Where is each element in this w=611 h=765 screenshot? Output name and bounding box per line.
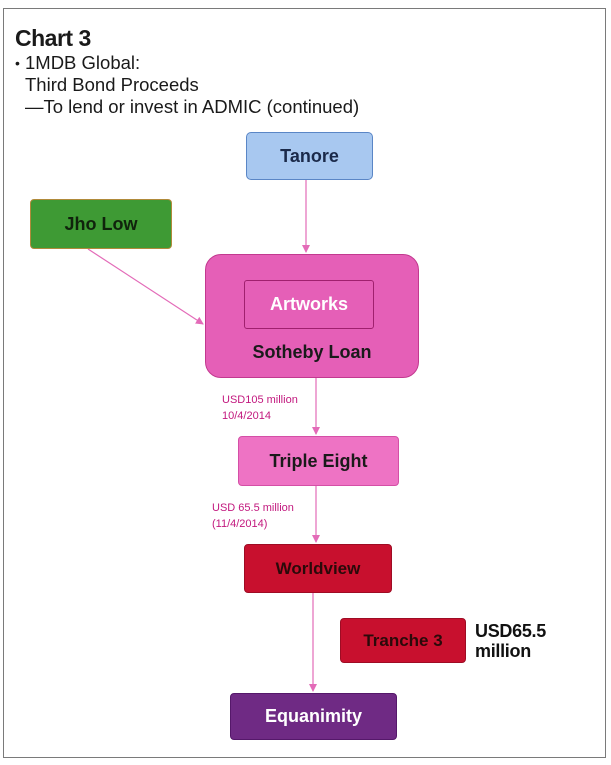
flow-amount: USD105 million: [222, 394, 298, 406]
chart-frame: [3, 8, 606, 758]
subtitle-line-2: Third Bond Proceeds: [25, 74, 199, 95]
flow-date: 10/4/2014: [222, 410, 271, 422]
chart-title: Chart 3: [15, 25, 91, 51]
arrow-jholow-to-sotheby: [87, 248, 204, 325]
chart-subtitle: • 1MDB Global: Third Bond Proceeds —To le…: [15, 52, 359, 118]
subtitle-line-1: • 1MDB Global:: [15, 52, 359, 74]
flow-date: (11/4/2014): [212, 518, 268, 530]
tranche-amount-line-2: million: [475, 641, 531, 661]
tranche-amount-label: USD65.5 million: [475, 621, 546, 661]
node-jho-low: Jho Low: [30, 199, 172, 249]
node-tanore: Tanore: [246, 132, 373, 180]
node-artworks: Artworks: [244, 280, 374, 329]
node-equanimity: Equanimity: [230, 693, 397, 740]
node-sotheby-loan-label: Sotheby Loan: [252, 342, 372, 362]
flow-amount: USD 65.5 million: [212, 502, 294, 514]
flow-label-65m: USD 65.5 million (11/4/2014): [212, 500, 294, 532]
flow-label-105m: USD105 million 10/4/2014: [222, 392, 298, 424]
bullet-icon: •: [15, 55, 20, 71]
subtitle-text-1: 1MDB Global:: [25, 52, 141, 73]
node-worldview: Worldview: [244, 544, 392, 593]
node-triple-eight: Triple Eight: [238, 436, 399, 486]
node-tranche-3: Tranche 3: [340, 618, 466, 663]
tranche-amount-line-1: USD65.5: [475, 621, 546, 641]
subtitle-line-3: —To lend or invest in ADMIC (continued): [25, 96, 360, 117]
